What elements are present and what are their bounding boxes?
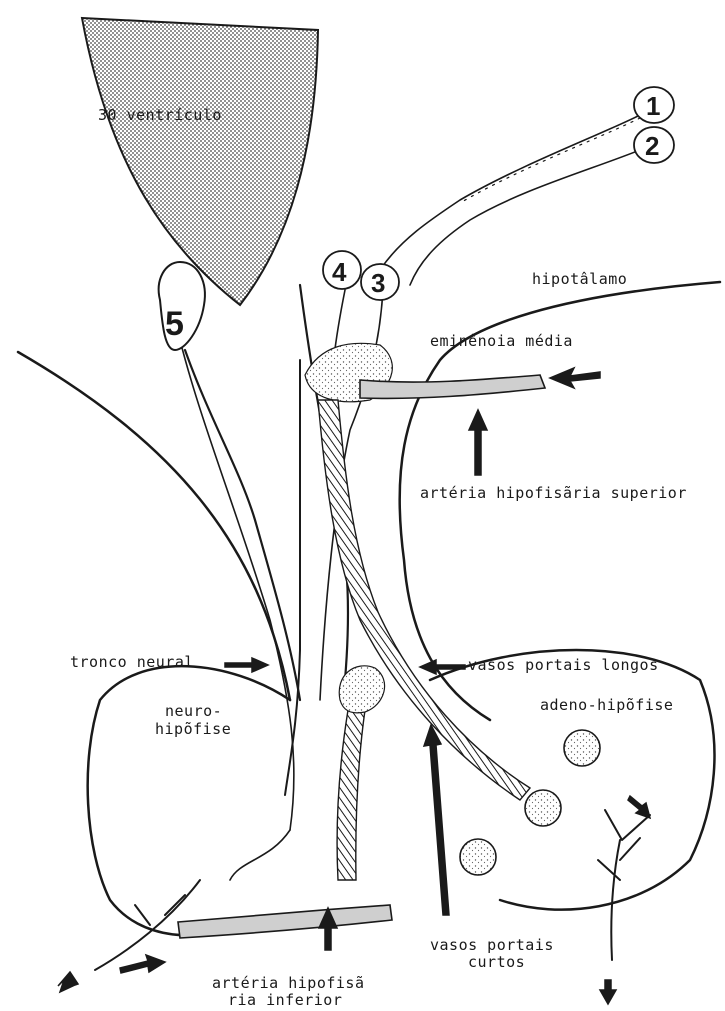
short-portal-plexus (339, 666, 384, 713)
hypothalamus-boundary (18, 352, 290, 700)
neural-stalk-label: tronco neural (70, 653, 194, 671)
short-portal-up-arrow (424, 725, 449, 915)
short-portal-vessel (337, 710, 365, 880)
neuron-5: 5 (159, 262, 294, 880)
adeno-cell-1 (564, 730, 600, 766)
short-portal-label-2: curtos (468, 953, 525, 971)
adeno-venous-down-arrow (600, 980, 616, 1004)
adeno-venous-branch (598, 810, 650, 960)
third-ventricle-shape (82, 18, 318, 305)
adeno-cell-3 (460, 839, 496, 875)
neuron-3-number: 3 (371, 268, 385, 298)
infundibulum-left-wall (285, 360, 300, 795)
long-portal-label: vasos portais longos (468, 656, 659, 674)
short-portal-label-1: vasos portais (430, 936, 554, 954)
neuron-5-number: 5 (165, 305, 184, 343)
neuron-1-number: 1 (646, 91, 660, 121)
neuron-4-number: 4 (332, 257, 347, 287)
inferior-artery-label-1: artéria hipofisã (212, 974, 365, 992)
inferior-artery-vessel (178, 905, 392, 938)
adenohypophysis-label: adeno-hipõfise (540, 696, 673, 714)
superior-artery-up-arrow (469, 410, 487, 475)
neural-stalk-pointer-arrow (225, 658, 268, 672)
superior-artery-label: artéria hipofisãria superior (420, 484, 687, 502)
neurohypophysis-label-1: neuro- (165, 702, 222, 720)
neurohypophysis-label-2: hipõfise (155, 720, 231, 738)
adeno-cell-2 (525, 790, 561, 826)
inferior-artery-label-2: ria inferior (228, 991, 342, 1009)
adeno-venous-right-arrow (628, 796, 650, 818)
neural-stalk (185, 350, 300, 700)
neuron-2-number: 2 (645, 131, 659, 161)
hypothalamus-label: hipotâlamo (532, 270, 627, 288)
median-eminence-label: eminênoia média (430, 332, 573, 350)
long-portal-pointer-arrow (420, 660, 465, 674)
inferior-artery-inflow-arrow (120, 955, 165, 973)
neuro-venous-out-arrow (58, 972, 78, 992)
neuron-1: 1 (380, 87, 674, 270)
neuron-2: 2 (410, 127, 674, 285)
ventricle-label: 30 ventrículo (98, 106, 222, 124)
superior-artery-inflow-arrow (550, 368, 600, 388)
